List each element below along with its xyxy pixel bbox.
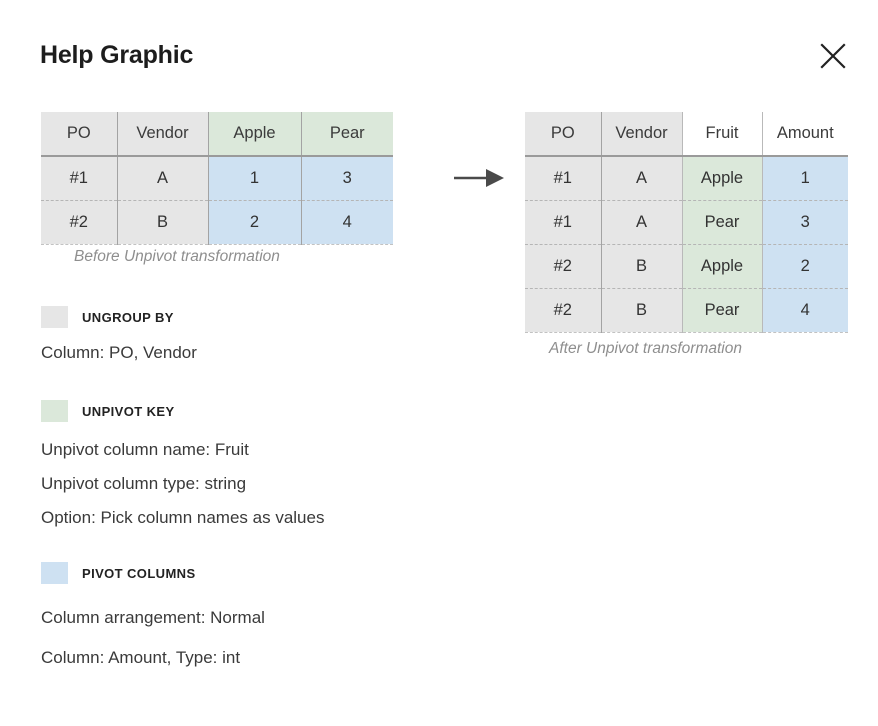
legend-detail-list: Unpivot column name: Fruit Unpivot colum… (41, 433, 324, 535)
cell-vendor: B (600, 287, 682, 333)
legend-section-ungroup-by: UNGROUP BY Column: PO, Vendor (41, 306, 197, 370)
cell-fruit: Apple (681, 156, 762, 200)
legend-section-pivot-columns: PIVOT COLUMNS Column arrangement: Normal… (41, 562, 265, 678)
legend-label-unpivot-key: UNPIVOT KEY (82, 403, 175, 419)
pivot-columns-swatch-icon (41, 562, 68, 584)
legend-detail-line: Column: Amount, Type: int (41, 648, 241, 667)
legend-detail-line: Unpivot column name: Fruit (41, 440, 249, 459)
legend-header: UNPIVOT KEY (41, 400, 324, 422)
legend-header: PIVOT COLUMNS (41, 562, 265, 584)
cell-fruit: Pear (681, 287, 762, 333)
legend-detail-line: Unpivot column type: string (41, 474, 247, 493)
table-row: #1 A Apple 1 (525, 156, 848, 200)
after-unpivot-table: PO Vendor Fruit Amount #1 A Apple 1 #1 A… (525, 112, 848, 333)
page-title: Help Graphic (40, 41, 194, 69)
arrow-right-icon (452, 163, 510, 193)
before-table-caption: Before Unpivot transformation (74, 248, 280, 265)
column-header-fruit: Fruit (681, 112, 762, 157)
table-row: #1 A 1 3 (41, 156, 393, 200)
cell-pear: 4 (300, 199, 393, 245)
cell-po: #2 (525, 243, 601, 288)
legend-detail-list: Column arrangement: Normal Column: Amoun… (41, 598, 265, 678)
legend-detail-line: Column arrangement: Normal (41, 608, 265, 627)
legend-section-unpivot-key: UNPIVOT KEY Unpivot column name: Fruit U… (41, 400, 324, 535)
table-row: #2 B 2 4 (41, 199, 393, 245)
table-row: #2 B Apple 2 (525, 243, 848, 288)
unpivot-key-swatch-icon (41, 400, 68, 422)
cell-po: #1 (41, 156, 117, 200)
cell-vendor: B (116, 199, 208, 245)
column-header-amount: Amount (761, 112, 848, 157)
cell-amount: 4 (761, 287, 848, 333)
legend-detail-line: Option: Pick column names as values (41, 508, 325, 527)
table-header-row: PO Vendor Apple Pear (41, 112, 393, 157)
cell-apple: 2 (207, 199, 301, 245)
cell-po: #2 (41, 199, 117, 245)
cell-amount: 3 (761, 199, 848, 244)
column-header-po: PO (41, 112, 117, 157)
legend-detail-line: Column: PO, Vendor (41, 343, 197, 362)
close-button[interactable] (816, 39, 850, 73)
cell-vendor: A (116, 156, 208, 200)
table-header-row: PO Vendor Fruit Amount (525, 112, 848, 157)
legend-label-pivot-columns: PIVOT COLUMNS (82, 565, 196, 581)
cell-pear: 3 (300, 156, 393, 200)
column-header-vendor: Vendor (600, 112, 682, 157)
column-header-po: PO (525, 112, 601, 157)
before-unpivot-table: PO Vendor Apple Pear #1 A 1 3 #2 B 2 4 (41, 112, 393, 245)
cell-po: #1 (525, 156, 601, 200)
column-header-pear: Pear (300, 112, 393, 157)
legend-detail-list: Column: PO, Vendor (41, 336, 197, 370)
cell-amount: 2 (761, 243, 848, 288)
close-icon (816, 39, 850, 73)
cell-fruit: Apple (681, 243, 762, 288)
cell-vendor: A (600, 199, 682, 244)
cell-vendor: B (600, 243, 682, 288)
cell-vendor: A (600, 156, 682, 200)
transformation-arrow (452, 163, 510, 193)
after-table-caption: After Unpivot transformation (549, 340, 742, 357)
column-header-vendor: Vendor (116, 112, 208, 157)
cell-po: #1 (525, 199, 601, 244)
ungroup-by-swatch-icon (41, 306, 68, 328)
legend-label-ungroup-by: UNGROUP BY (82, 309, 174, 325)
cell-amount: 1 (761, 156, 848, 200)
column-header-apple: Apple (207, 112, 301, 157)
table-row: #1 A Pear 3 (525, 199, 848, 244)
cell-po: #2 (525, 287, 601, 333)
table-row: #2 B Pear 4 (525, 287, 848, 333)
cell-apple: 1 (207, 156, 301, 200)
cell-fruit: Pear (681, 199, 762, 244)
legend-header: UNGROUP BY (41, 306, 197, 328)
